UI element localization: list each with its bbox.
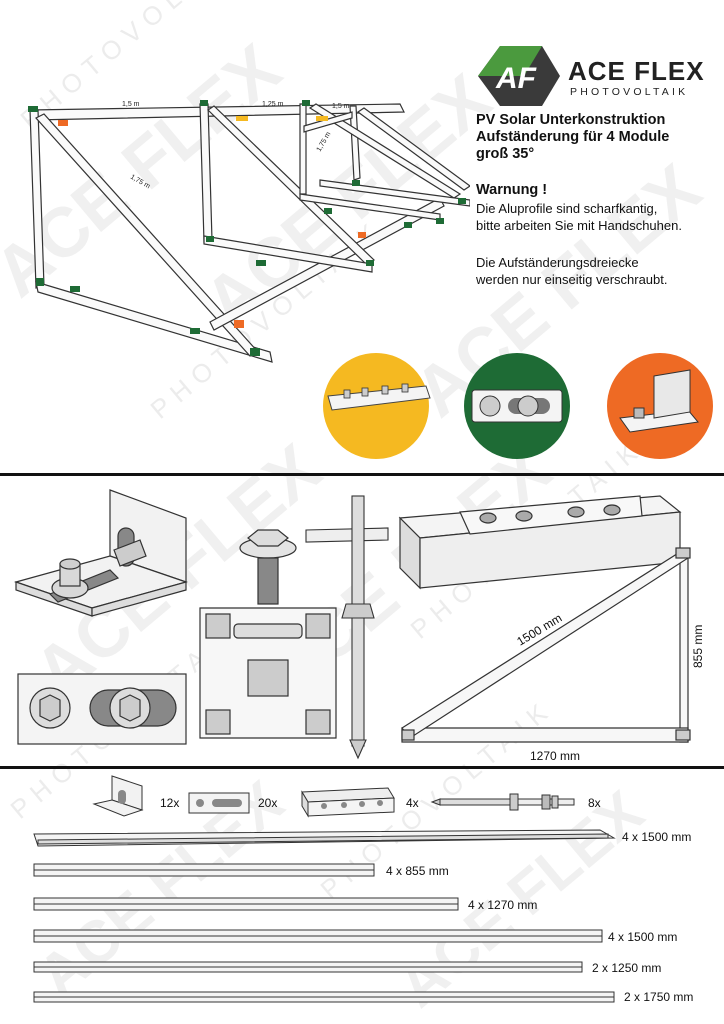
warning-text-2-line-2: werden nur einseitig verschraubt. bbox=[476, 272, 668, 287]
frame-label-top-1: 1,5 m bbox=[122, 101, 140, 108]
section-divider-2 bbox=[0, 766, 724, 769]
profile-label-6: 2 x 1750 mm bbox=[624, 990, 694, 1004]
warning-text-2-line-1: Die Aufständerungsdreiecke bbox=[476, 255, 639, 270]
profile-label-4: 4 x 1500 mm bbox=[608, 930, 678, 944]
title-line-2: Aufständerung für 4 Module bbox=[476, 129, 670, 145]
parts-angle-bracket-icon bbox=[92, 775, 144, 817]
warning-heading: Warnung ! bbox=[476, 182, 548, 198]
title-line-3: groß 35° bbox=[476, 146, 535, 162]
triangle-vert-label: 855 mm bbox=[691, 625, 705, 668]
profile-rail-1 bbox=[33, 829, 616, 847]
parts-hanger-bolt-icon bbox=[430, 793, 575, 811]
parts-slot-plate-icon bbox=[188, 792, 250, 814]
triangle-frame bbox=[401, 547, 691, 743]
warning-text-2: Die Aufständerungsdreiecke werden nur ei… bbox=[476, 254, 721, 288]
circle-orange bbox=[607, 353, 713, 459]
profile-label-2: 4 x 855 mm bbox=[386, 864, 449, 878]
connector-markers bbox=[28, 100, 466, 356]
profile-label-3: 4 x 1270 mm bbox=[468, 898, 538, 912]
frame-assembly-drawing: 1,5 m 1,25 m 1,5 m 1,75 m 1,75 m bbox=[28, 100, 470, 363]
circle-green bbox=[464, 353, 570, 459]
brand-logo: AF bbox=[478, 46, 560, 106]
profile-cross-section bbox=[199, 529, 337, 739]
slot-plate-detail bbox=[17, 673, 187, 745]
profiles-list-drawing bbox=[33, 829, 616, 1003]
title-line-1: PV Solar Unterkonstruktion bbox=[476, 112, 666, 128]
frame-label-top-2: 1,25 m bbox=[262, 101, 284, 108]
profile-label-1: 4 x 1500 mm bbox=[622, 830, 692, 844]
parts-qty-angle: 12x bbox=[160, 796, 180, 810]
logo-letters: AF bbox=[495, 62, 537, 95]
parts-qty-bolt: 8x bbox=[588, 796, 601, 810]
warning-text-1: Die Aluprofile sind scharfkantig, bitte … bbox=[476, 200, 721, 234]
brand-subtitle: PHOTOVOLTAIK bbox=[570, 86, 689, 98]
warning-text-1-line-1: Die Aluprofile sind scharfkantig, bbox=[476, 201, 658, 216]
profile-label-5: 2 x 1250 mm bbox=[592, 961, 662, 975]
circle-yellow bbox=[323, 353, 431, 459]
warning-text-1-line-2: bitte arbeiten Sie mit Handschuhen. bbox=[476, 218, 682, 233]
frame-label-diag-left: 1,75 m bbox=[129, 174, 151, 191]
detail-drawings: 1500 mm 855 mm 1270 mm bbox=[13, 489, 705, 763]
section-divider-1 bbox=[0, 473, 724, 476]
hanger-bolt-detail bbox=[305, 495, 389, 760]
frame-label-diag-right: 1,75 m bbox=[316, 131, 333, 153]
parts-qty-slot: 20x bbox=[258, 796, 278, 810]
triangle-base-label: 1270 mm bbox=[530, 749, 580, 763]
brand-name: ACE FLEX bbox=[568, 56, 705, 86]
parts-qty-connector: 4x bbox=[406, 796, 419, 810]
rail-connector-detail bbox=[398, 495, 682, 590]
hardware-circles bbox=[323, 353, 713, 459]
parts-connector-plate-icon bbox=[301, 787, 395, 818]
angle-bracket-detail bbox=[13, 489, 189, 617]
frame-label-top-3: 1,5 m bbox=[332, 103, 350, 110]
page-title: PV Solar Unterkonstruktion Aufständerung… bbox=[476, 112, 716, 163]
